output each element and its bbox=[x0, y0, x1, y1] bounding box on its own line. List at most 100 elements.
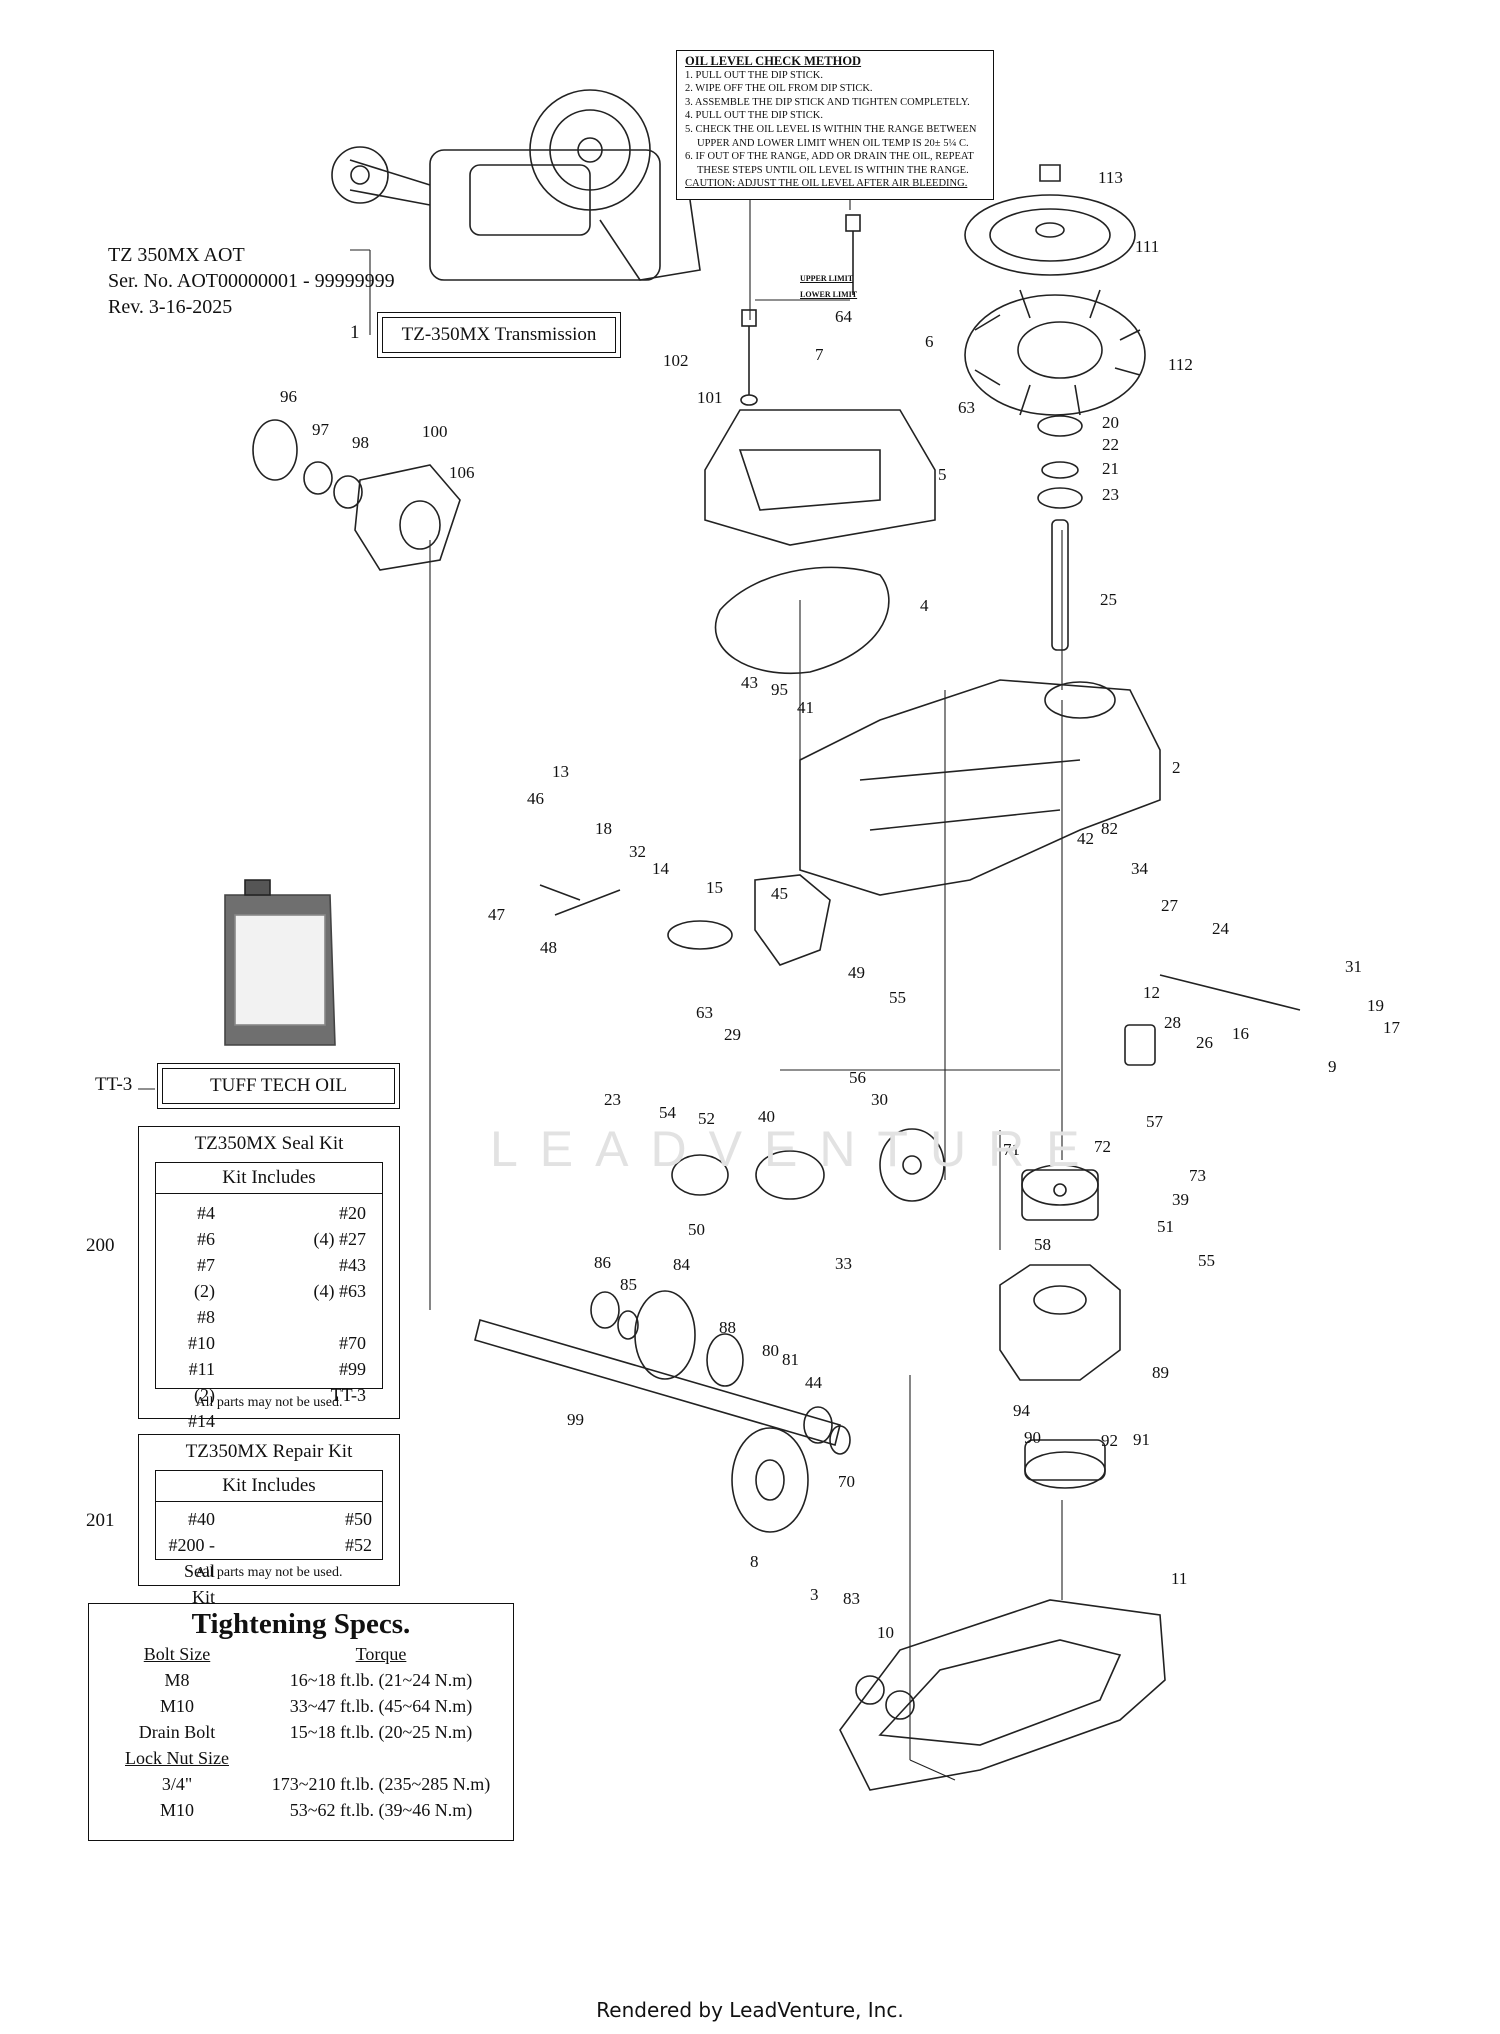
gasket-illustration bbox=[714, 566, 890, 674]
part-callout: 9 bbox=[1328, 1057, 1337, 1076]
torque-header: Torque bbox=[355, 1644, 407, 1664]
spec-torque: 33~47 ft.lb. (45~64 N.m) bbox=[289, 1696, 473, 1716]
specs-title: Tightening Specs. bbox=[191, 1608, 411, 1640]
part-callout: 47 bbox=[488, 905, 506, 924]
kit-part-left: (2) #8 bbox=[194, 1281, 215, 1327]
main-housing-illustration bbox=[799, 679, 1161, 896]
oil-jug-illustration bbox=[224, 879, 336, 1046]
serial-range: Ser. No. AOT00000001 - 99999999 bbox=[108, 270, 395, 292]
part-callout: 111 bbox=[1135, 237, 1159, 256]
seal-kit-note: All parts may not be used. bbox=[195, 1395, 343, 1410]
spec-torque: 15~18 ft.lb. (20~25 N.m) bbox=[289, 1722, 473, 1742]
part-callout: 6 bbox=[925, 332, 934, 351]
oil-check-title: OIL LEVEL CHECK METHOD bbox=[685, 54, 862, 68]
part-callout: 48 bbox=[540, 938, 557, 957]
part-callout: 10 bbox=[877, 1623, 894, 1642]
kit-part-right: TT-3 bbox=[330, 1385, 366, 1405]
repair-kit-box: TZ350MX Repair Kit Kit Includes #40#50#2… bbox=[138, 1434, 400, 1607]
kit-part-right: #70 bbox=[339, 1333, 366, 1353]
part-callout: 73 bbox=[1189, 1166, 1206, 1185]
seal-kit-ref: 200 bbox=[86, 1235, 115, 1256]
spec-size: M8 bbox=[164, 1670, 190, 1690]
spec-row: Drain Bolt 15~18 ft.lb. (20~25 N.m) bbox=[89, 1719, 513, 1745]
part-callout: 96 bbox=[280, 387, 297, 406]
part-callout: 39 bbox=[1172, 1190, 1189, 1209]
part-callout: 22 bbox=[1102, 435, 1119, 454]
part-callout: 55 bbox=[889, 988, 906, 1007]
part-callout: 63 bbox=[696, 1003, 713, 1022]
part-callout: 4 bbox=[920, 596, 929, 615]
spec-size: Drain Bolt bbox=[138, 1722, 216, 1742]
part-callout: 64 bbox=[835, 307, 853, 326]
seal-kit-parts-list: #4#20#6(4) #27#7#43(2) #8(4) #63#10#70#1… bbox=[156, 1194, 382, 1440]
part-callout: 70 bbox=[838, 1472, 855, 1491]
part-callout: 88 bbox=[719, 1318, 736, 1337]
repair-kit-note: All parts may not be used. bbox=[195, 1565, 343, 1580]
lower-limit-label: LOWER LIMIT bbox=[800, 290, 858, 299]
part-callout: 58 bbox=[1034, 1235, 1051, 1254]
part-callout: 3 bbox=[810, 1585, 819, 1604]
part-callout: 100 bbox=[422, 422, 448, 441]
oil-check-caution: CAUTION: ADJUST THE OIL LEVEL AFTER AIR … bbox=[685, 178, 968, 190]
kit-part-left: #11 bbox=[188, 1359, 215, 1379]
watermark-text: LEADVENTURE bbox=[490, 1121, 1102, 1177]
footer-credit: Rendered by LeadVenture, Inc. bbox=[596, 1998, 904, 2022]
kit-part-left: #10 bbox=[188, 1333, 215, 1353]
part-callout: 72 bbox=[1094, 1137, 1111, 1156]
part-callout: 94 bbox=[1013, 1401, 1031, 1420]
kit-part-right: #52 bbox=[345, 1535, 372, 1555]
part-callout: 57 bbox=[1146, 1112, 1164, 1131]
part-callout: 113 bbox=[1098, 168, 1123, 187]
transmission-label-box: TZ-350MX Transmission bbox=[377, 312, 621, 358]
upper-limit-label: UPPER LIMIT bbox=[800, 274, 854, 283]
oil-check-step: UPPER AND LOWER LIMIT WHEN OIL TEMP IS 2… bbox=[697, 137, 969, 149]
part-callout: 81 bbox=[782, 1350, 799, 1369]
kit-part-left: #4 bbox=[197, 1203, 215, 1223]
part-callout: 11 bbox=[1171, 1569, 1187, 1588]
seal-kit-box: TZ350MX Seal Kit Kit Includes #4#20#6(4)… bbox=[138, 1126, 400, 1431]
part-callout: 18 bbox=[595, 819, 612, 838]
oil-check-step: 3. ASSEMBLE THE DIP STICK AND TIGHTEN CO… bbox=[685, 96, 970, 108]
fan-illustration bbox=[964, 289, 1146, 416]
pump-motor-illustration bbox=[671, 1128, 1067, 1202]
part-callout: 19 bbox=[1367, 996, 1384, 1015]
bolt-size-header: Bolt Size bbox=[143, 1644, 211, 1664]
part-callout: 51 bbox=[1157, 1217, 1174, 1236]
kit-part-right: (4) #27 bbox=[313, 1229, 367, 1249]
part-callout: 95 bbox=[771, 680, 788, 699]
part-callout: 80 bbox=[762, 1341, 779, 1360]
axle-shaft-illustration bbox=[474, 1290, 851, 1533]
part-callout: 20 bbox=[1102, 413, 1119, 432]
input-shaft-illustration bbox=[1037, 415, 1083, 651]
spec-torque: 173~210 ft.lb. (235~285 N.m) bbox=[271, 1774, 491, 1794]
kit-part-right: #50 bbox=[345, 1509, 372, 1529]
oil-check-step: 4. PULL OUT THE DIP STICK. bbox=[685, 110, 823, 122]
part-callout: 101 bbox=[697, 388, 723, 407]
part-callout: 56 bbox=[849, 1068, 866, 1087]
kit-part-left: (2) #14 bbox=[188, 1385, 215, 1431]
oil-product-label-box: TUFF TECH OIL bbox=[157, 1063, 400, 1109]
revision-date: Rev. 3-16-2025 bbox=[108, 296, 233, 318]
part-callout: 32 bbox=[629, 842, 646, 861]
transmission-ref: 1 bbox=[350, 322, 360, 343]
kit-part-right: #99 bbox=[339, 1359, 366, 1379]
part-callout: 31 bbox=[1345, 957, 1362, 976]
spec-size: M10 bbox=[159, 1696, 194, 1716]
oil-check-step: 2. WIPE OFF THE OIL FROM DIP STICK. bbox=[685, 83, 873, 95]
kit-part-left: #6 bbox=[197, 1229, 215, 1249]
repair-kit-title: TZ350MX Repair Kit bbox=[185, 1441, 353, 1462]
part-callout: 63 bbox=[958, 398, 975, 417]
upper-cover-illustration bbox=[704, 409, 936, 546]
transmission-label: TZ-350MX Transmission bbox=[401, 324, 597, 345]
part-callout: 99 bbox=[567, 1410, 584, 1429]
part-callout: 5 bbox=[938, 465, 947, 484]
part-callout: 46 bbox=[527, 789, 544, 808]
part-callout: 21 bbox=[1102, 459, 1119, 478]
spec-size: 3/4" bbox=[161, 1774, 193, 1794]
repair-kit-includes: Kit Includes #40#50#200 - Seal Kit#52 bbox=[155, 1470, 383, 1607]
part-callout: 15 bbox=[706, 878, 723, 897]
spec-row: 3/4" 173~210 ft.lb. (235~285 N.m) bbox=[89, 1771, 513, 1797]
part-callout: 24 bbox=[1212, 919, 1230, 938]
